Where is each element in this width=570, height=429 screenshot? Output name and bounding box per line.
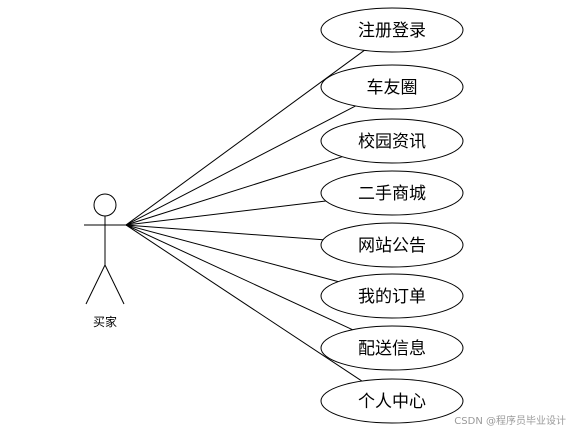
- use-case-label: 二手商城: [358, 184, 426, 204]
- association-line: [125, 224, 353, 331]
- association-line: [125, 200, 326, 226]
- actor-right-leg: [104, 264, 125, 305]
- use-case-label: 网站公告: [358, 236, 426, 256]
- use-case-label: 注册登录: [358, 21, 426, 41]
- use-case-ellipse: [320, 222, 464, 268]
- watermark: CSDN @程序员毕业设计: [454, 414, 566, 427]
- actor-label: 买家: [93, 314, 117, 329]
- use-case-register-login: 注册登录: [320, 7, 464, 53]
- actor-head: [93, 193, 117, 217]
- use-case-label: 个人中心: [358, 392, 426, 412]
- use-case-ellipse: [320, 378, 464, 424]
- use-case-personal-center: 个人中心: [320, 378, 464, 424]
- use-case-ellipse: [320, 7, 464, 53]
- actor-buyer: 买家: [84, 193, 126, 329]
- association-line: [125, 224, 324, 241]
- use-case-site-notice: 网站公告: [320, 222, 464, 268]
- use-case-label: 我的订单: [358, 287, 426, 307]
- association-lines: [125, 49, 365, 382]
- use-case-delivery-info: 配送信息: [320, 325, 464, 371]
- use-case-car-circle: 车友圈: [320, 64, 464, 110]
- use-case-label: 校园资讯: [358, 132, 426, 152]
- use-case-label: 配送信息: [358, 339, 426, 359]
- association-line: [125, 224, 363, 382]
- association-line: [125, 156, 343, 226]
- use-case-ellipse: [320, 170, 464, 216]
- use-case-campus-news: 校园资讯: [320, 118, 464, 164]
- use-case-second-hand-mall: 二手商城: [320, 170, 464, 216]
- association-line: [125, 105, 356, 226]
- use-case-ellipse: [320, 64, 464, 110]
- association-line: [125, 224, 339, 283]
- use-case-my-orders: 我的订单: [320, 273, 464, 319]
- use-case-ellipse: [320, 273, 464, 319]
- use-case-label: 车友圈: [367, 78, 418, 98]
- use-case-ellipse: [320, 325, 464, 371]
- use-case-ellipse: [320, 118, 464, 164]
- actor-left-leg: [85, 264, 106, 305]
